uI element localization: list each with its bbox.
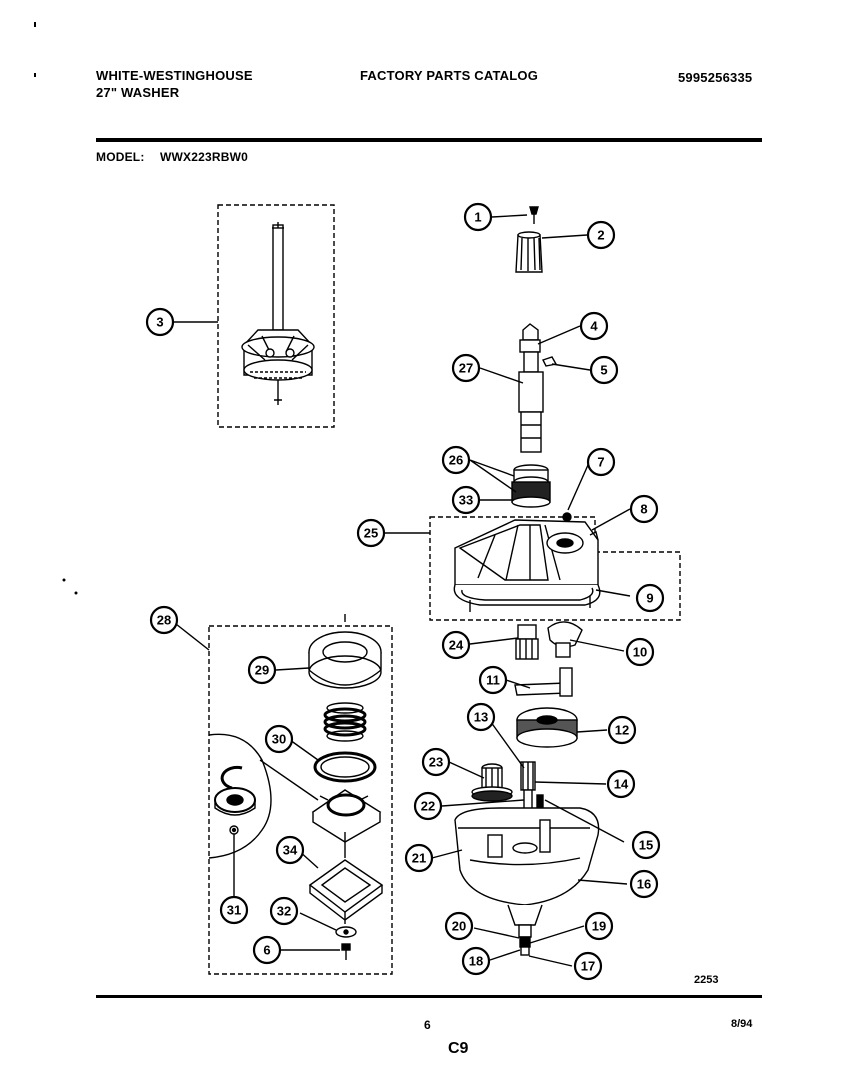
svg-text:20: 20 [452,919,466,934]
svg-text:27: 27 [459,361,473,376]
callout-19: 19 [584,911,614,941]
callout-1: 1 [463,202,493,232]
callout-30: 30 [264,724,294,754]
svg-text:4: 4 [590,319,598,334]
callout-12: 12 [607,715,637,745]
date-code: 8/94 [731,1018,753,1030]
svg-text:14: 14 [614,777,629,792]
figure-number: 2253 [694,974,719,986]
svg-text:15: 15 [639,838,653,853]
svg-text:26: 26 [449,453,463,468]
callout-15: 15 [631,830,661,860]
catalog-title: FACTORY PARTS CATALOG [360,68,539,83]
product-name: 27" WASHER [96,85,180,100]
svg-text:25: 25 [364,526,378,541]
callout-10: 10 [625,637,655,667]
callout-17: 17 [573,951,603,981]
svg-text:13: 13 [474,710,488,725]
model-label: MODEL: [96,150,145,164]
header-rule [96,138,762,142]
callout-18: 18 [461,946,491,976]
callout-26: 26 [441,445,471,475]
svg-text:1: 1 [474,210,481,225]
svg-text:32: 32 [277,904,291,919]
svg-text:30: 30 [272,732,286,747]
page-number: 6 [424,1018,431,1032]
callout-14: 14 [606,769,636,799]
svg-text:17: 17 [581,959,595,974]
svg-text:11: 11 [486,673,500,688]
callout-29: 29 [247,655,277,685]
callout-22: 22 [413,791,443,821]
callout-28: 28 [149,605,179,635]
svg-text:7: 7 [597,455,604,470]
svg-text:23: 23 [429,755,443,770]
svg-text:10: 10 [633,645,647,660]
section-code: C9 [448,1040,469,1057]
callout-9: 9 [635,583,665,613]
svg-text:33: 33 [459,493,473,508]
callout-31: 31 [219,895,249,925]
svg-text:18: 18 [469,954,483,969]
model-number: WWX223RBW0 [160,150,249,164]
svg-text:21: 21 [412,851,426,866]
callout-8: 8 [629,494,659,524]
svg-text:9: 9 [646,591,653,606]
svg-text:3: 3 [156,315,163,330]
assembly-28-box [208,625,393,975]
callout-5: 5 [589,355,619,385]
callout-6: 6 [252,935,282,965]
callout-23: 23 [421,747,451,777]
svg-text:22: 22 [421,799,435,814]
footer-rule [96,995,762,998]
svg-text:8: 8 [640,502,647,517]
callout-4: 4 [579,311,609,341]
assembly-3-box [217,204,335,428]
svg-text:6: 6 [263,943,270,958]
svg-text:12: 12 [615,723,629,738]
callout-20: 20 [444,911,474,941]
callout-34: 34 [275,835,305,865]
callout-2: 2 [586,220,616,250]
callout-24: 24 [441,630,471,660]
svg-text:34: 34 [283,843,298,858]
callout-7: 7 [586,447,616,477]
svg-text:29: 29 [255,663,269,678]
callout-16: 16 [629,869,659,899]
svg-text:16: 16 [637,877,651,892]
svg-text:31: 31 [227,903,241,918]
catalog-number: 5995256335 [678,70,753,85]
svg-text:24: 24 [449,638,464,653]
callout-33: 33 [451,485,481,515]
svg-text:28: 28 [157,613,171,628]
svg-text:2: 2 [597,228,604,243]
callout-group: 1 2 3 4 5 27 26 7 33 8 25 9 28 24 10 29 … [145,202,665,981]
callout-11: 11 [478,665,508,695]
callout-13: 13 [466,702,496,732]
brand-name: WHITE-WESTINGHOUSE [96,68,253,83]
svg-text:19: 19 [592,919,606,934]
callout-3: 3 [145,307,175,337]
callout-32: 32 [269,896,299,926]
callout-21: 21 [404,843,434,873]
svg-text:5: 5 [600,363,607,378]
callout-27: 27 [451,353,481,383]
callout-25: 25 [356,518,386,548]
